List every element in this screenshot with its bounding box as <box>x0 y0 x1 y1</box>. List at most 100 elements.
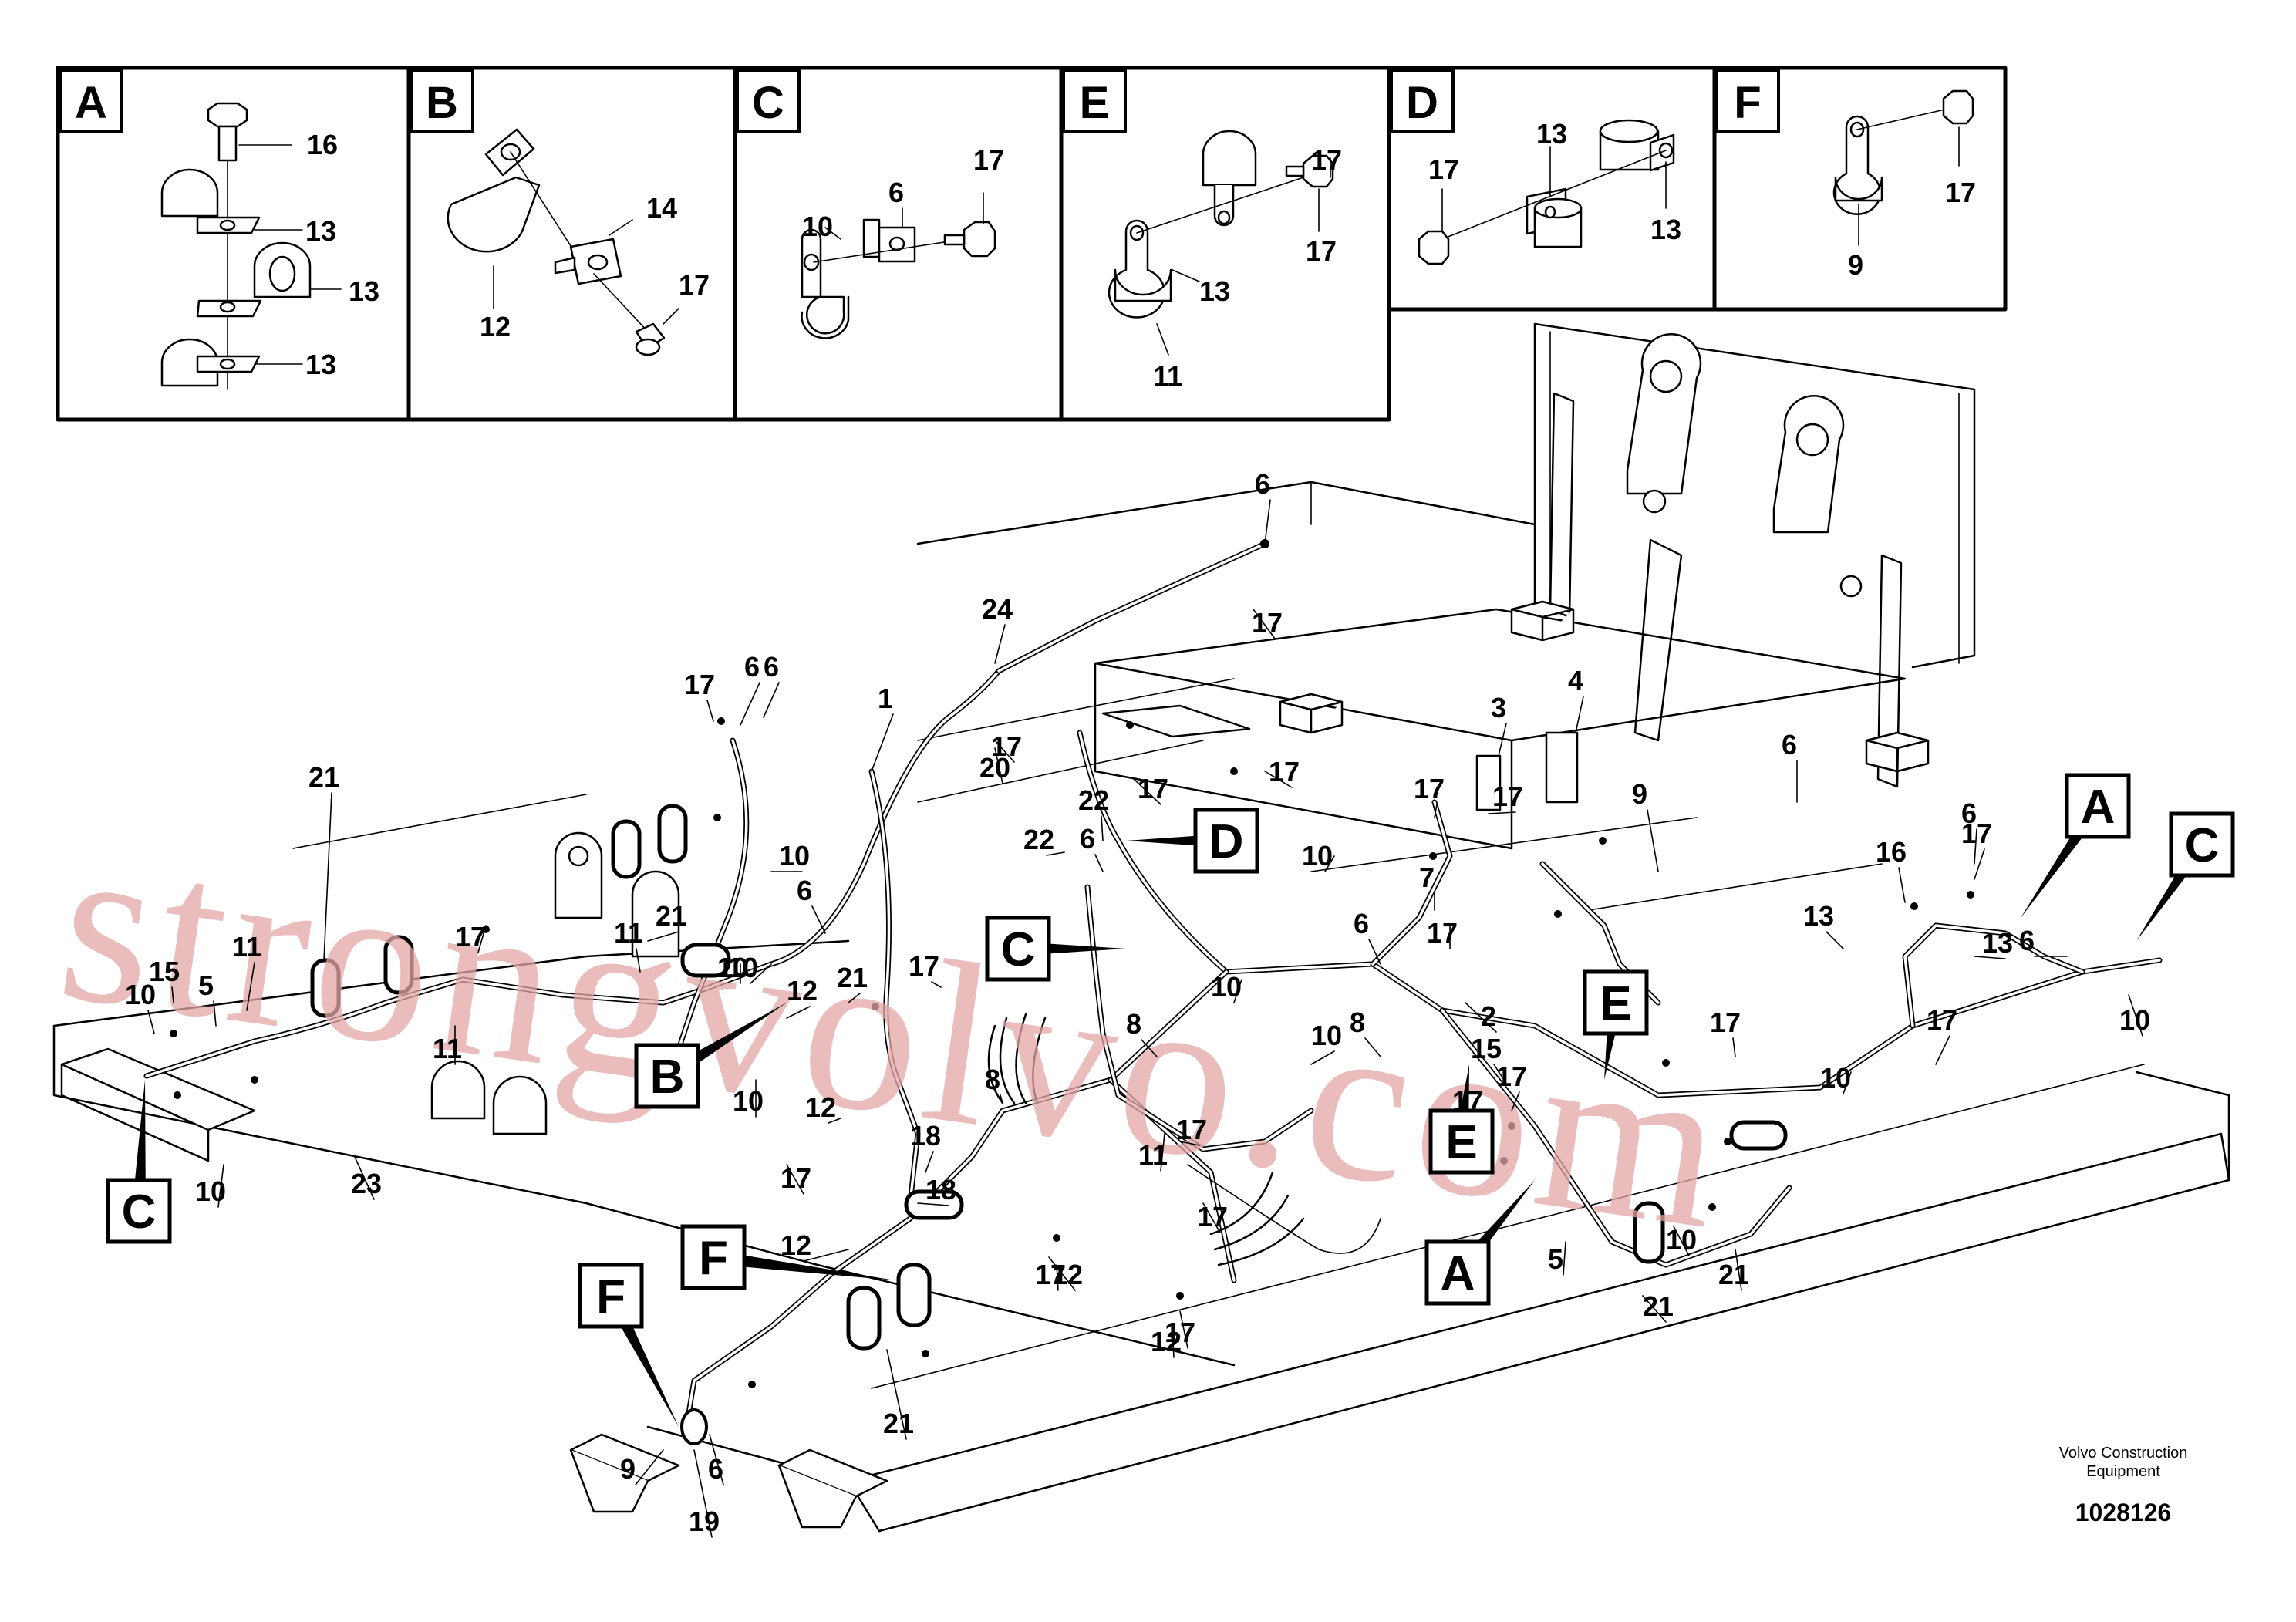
callout-17: 17 <box>1197 1201 1228 1233</box>
callout-15: 15 <box>149 956 180 1003</box>
callout-6: 6 <box>1080 823 1104 872</box>
callout-label: 4 <box>1568 665 1583 696</box>
leader-line <box>1974 848 1985 880</box>
callout-label: 9 <box>620 1453 636 1485</box>
callout-12: 12 <box>781 1229 849 1262</box>
callout-label: 17 <box>1035 1259 1066 1290</box>
reference-box-frame <box>2169 811 2235 878</box>
callout-10: 10 <box>1211 971 1242 1003</box>
callout-9: 9 <box>620 1449 664 1485</box>
callout-label: 8 <box>1126 1008 1141 1040</box>
panel-c-drawing <box>801 192 996 339</box>
panel-f-label: F <box>1715 69 1780 133</box>
panel-d-label: D <box>1390 69 1455 133</box>
callout-18: 18 <box>910 1120 941 1173</box>
callout-label: 10 <box>195 1175 226 1207</box>
callout-17: 17 <box>455 921 487 953</box>
callout-label: 6 <box>1961 798 1977 829</box>
reference-box-c: C <box>2136 811 2235 941</box>
leader-line <box>1172 1326 1175 1358</box>
svg-text:E: E <box>1080 78 1110 128</box>
leader-line <box>828 1118 841 1124</box>
leader-line <box>693 1449 713 1538</box>
leader-line <box>477 925 487 953</box>
callout-label: 17 <box>1165 1317 1195 1348</box>
leader-line <box>1735 1249 1742 1291</box>
leader-line <box>246 962 255 1011</box>
reference-box-frame <box>634 1043 700 1109</box>
leader-line <box>1056 1264 1059 1291</box>
panel-f-num: 17 <box>1945 177 1976 208</box>
callout-label: 17 <box>1252 607 1283 639</box>
callout-label: 12 <box>781 1229 811 1261</box>
callout-11: 11 <box>614 917 643 973</box>
leader-line <box>1202 1202 1221 1233</box>
leader-line <box>217 1164 224 1208</box>
reference-arrow <box>712 1250 895 1280</box>
callout-label: 19 <box>689 1506 720 1537</box>
callout-label: 8 <box>1350 1007 1365 1038</box>
leader-line <box>786 1006 811 1019</box>
callout-10: 10 <box>195 1164 226 1208</box>
leader-line <box>1563 1241 1566 1276</box>
callout-label: 17 <box>1138 773 1168 804</box>
callout-22: 22 <box>1078 784 1109 841</box>
panel-a-label: A <box>59 69 123 133</box>
panel-d-num: 13 <box>1650 214 1681 245</box>
reference-box-f: F <box>578 1263 679 1427</box>
leader-line <box>1465 1002 1497 1033</box>
callout-17: 17 <box>1252 607 1283 639</box>
panel-a-num: 13 <box>305 349 336 380</box>
callout-17: 17 <box>684 669 715 722</box>
panel-a-num: 16 <box>307 129 338 160</box>
reference-box-c: C <box>985 916 1126 982</box>
callout-label: 17 <box>1492 781 1523 812</box>
callout-5: 5 <box>198 969 217 1027</box>
callout-22: 22 <box>1023 824 1065 856</box>
reference-box-b: B <box>634 1003 787 1109</box>
leader-line <box>1647 809 1659 872</box>
callout-10: 10 <box>727 952 772 984</box>
leader-line <box>1233 979 1242 1003</box>
leader-line <box>1264 499 1271 545</box>
callout-7: 7 <box>1419 862 1435 911</box>
leader-line <box>635 1449 664 1485</box>
panel-a-num: 13 <box>305 215 336 247</box>
callout-label: 2 <box>1481 1000 1496 1032</box>
callout-6: 6 <box>763 651 780 718</box>
callout-label: 21 <box>883 1408 914 1439</box>
callout-4: 4 <box>1568 665 1584 733</box>
callout-15: 15 <box>1471 1033 1505 1081</box>
reference-box-frame <box>106 1178 172 1244</box>
leader-line <box>1094 854 1104 872</box>
callout-24: 24 <box>982 593 1013 664</box>
leader-line <box>1324 855 1335 872</box>
callout-8: 8 <box>1126 1008 1158 1057</box>
panel-b-label: B <box>410 69 474 133</box>
leader-line <box>1264 771 1293 788</box>
leader-line <box>786 1164 804 1195</box>
callout-label: 6 <box>764 651 779 683</box>
leader-line <box>994 740 1015 763</box>
reference-box-a: A <box>2021 773 2131 918</box>
reference-box-frame <box>1583 969 1649 1036</box>
reference-box-letter: E <box>1600 977 1631 1030</box>
leader-line <box>1493 1064 1505 1081</box>
callout-label: 17 <box>1414 773 1445 804</box>
callout-label: 6 <box>2019 925 2035 956</box>
callout-6: 6 <box>1255 468 1271 545</box>
callout-label: 10 <box>717 952 748 983</box>
leader-line <box>1368 939 1381 965</box>
leader-line <box>1826 931 1844 949</box>
callout-label: 17 <box>781 1162 811 1194</box>
reference-box-a: A <box>1424 1180 1535 1306</box>
callout-6: 6 <box>1961 798 1977 865</box>
callout-10: 10 <box>2119 994 2150 1037</box>
reference-box-letter: B <box>650 1050 685 1104</box>
leader-line <box>917 1202 949 1206</box>
leader-line <box>1642 1295 1667 1323</box>
panel-c-label: C <box>736 69 801 133</box>
callout-21: 21 <box>308 761 339 961</box>
callout-label: 10 <box>1820 1062 1851 1094</box>
